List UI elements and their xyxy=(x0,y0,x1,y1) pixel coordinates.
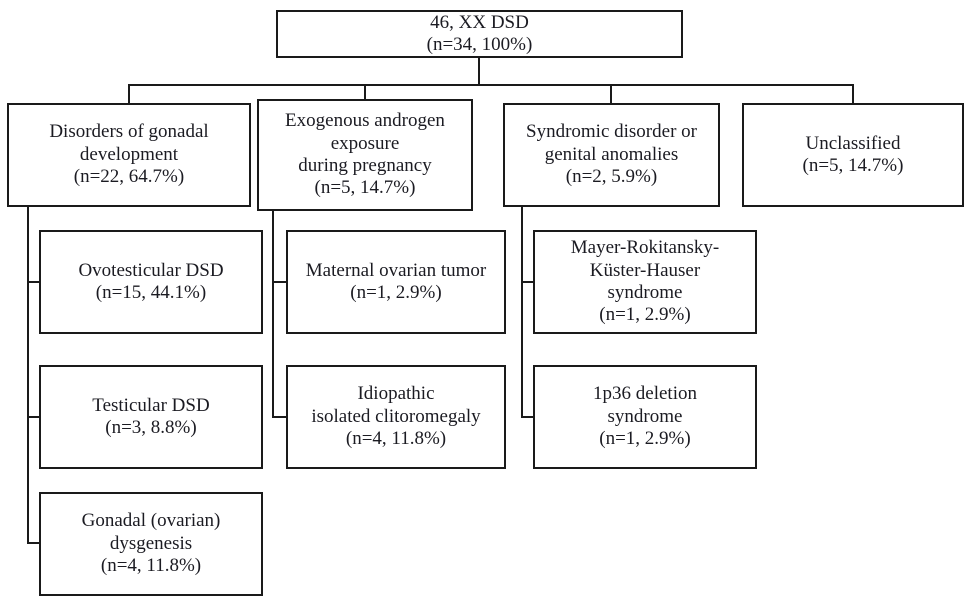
node-syndromic-disorder: Syndromic disorder or genital anomalies … xyxy=(503,103,720,207)
node-ovotesticular-dsd: Ovotesticular DSD (n=15, 44.1%) xyxy=(39,230,263,334)
connector-col2-stub-2 xyxy=(272,416,286,418)
node-1p36-deletion-syndrome: 1p36 deletion syndrome (n=1, 2.9%) xyxy=(533,365,757,469)
node-idiopathic-isolated-clitoromegaly: Idiopathic isolated clitoromegaly (n=4, … xyxy=(286,365,506,469)
connector-col1-rail xyxy=(27,207,29,544)
connector-col3-rail xyxy=(521,207,523,418)
connector-col2-stub-1 xyxy=(272,281,286,283)
node-maternal-ovarian-tumor: Maternal ovarian tumor (n=1, 2.9%) xyxy=(286,230,506,334)
connector-col2-rail xyxy=(272,211,274,418)
node-unclassified: Unclassified (n=5, 14.7%) xyxy=(742,103,964,207)
node-mayer-rokitansky-kuster-hauser: Mayer-Rokitansky- Küster-Hauser syndrome… xyxy=(533,230,757,334)
connector-col3-stub-1 xyxy=(521,281,533,283)
connector-level2-rail xyxy=(128,84,854,86)
connector-drop-branch-4 xyxy=(852,84,854,103)
connector-col1-stub-2 xyxy=(27,416,39,418)
node-exogenous-androgen-exposure: Exogenous androgen exposure during pregn… xyxy=(257,99,473,211)
connector-root-drop xyxy=(478,58,480,86)
node-root-46xx-dsd: 46, XX DSD (n=34, 100%) xyxy=(276,10,683,58)
node-testicular-dsd: Testicular DSD (n=3, 8.8%) xyxy=(39,365,263,469)
node-disorders-gonadal-development: Disorders of gonadal development (n=22, … xyxy=(7,103,251,207)
connector-col1-stub-3 xyxy=(27,542,39,544)
node-gonadal-ovarian-dysgenesis: Gonadal (ovarian) dysgenesis (n=4, 11.8%… xyxy=(39,492,263,596)
connector-drop-branch-3 xyxy=(610,84,612,103)
connector-col1-stub-1 xyxy=(27,281,39,283)
connector-drop-branch-2 xyxy=(364,84,366,99)
connector-col3-stub-2 xyxy=(521,416,533,418)
connector-drop-branch-1 xyxy=(128,84,130,103)
